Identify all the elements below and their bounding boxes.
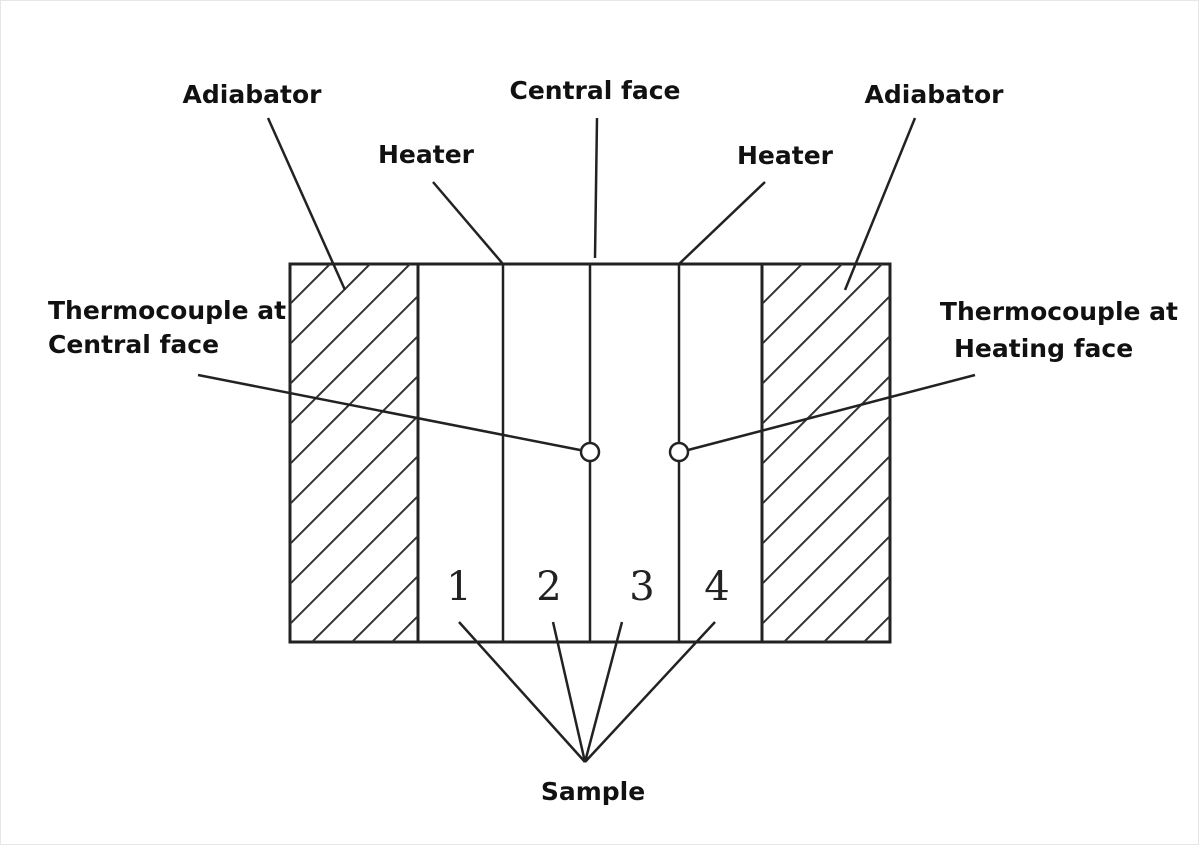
adiabator-block-right — [760, 264, 1199, 642]
hatch-line — [762, 374, 890, 506]
label-heater-left: Heater — [378, 140, 475, 169]
adiabator-left-leader — [266, 117, 347, 291]
sample-number-1: 1 — [446, 564, 471, 610]
hatch-line — [762, 494, 890, 626]
hatch-line — [290, 454, 418, 586]
thermocouple-central-marker — [579, 441, 601, 463]
sample-number-3: 3 — [629, 564, 654, 610]
label-tc-central-line1: Thermocouple at — [48, 296, 286, 325]
hatch-line — [290, 494, 418, 626]
adiabator-block-left — [290, 264, 930, 642]
hatch-line — [762, 294, 890, 426]
tc-heating-leader — [687, 373, 976, 452]
hatch-line — [823, 574, 890, 642]
hatch-line — [290, 264, 411, 386]
hatch-line — [290, 374, 418, 506]
sample-leaders — [458, 621, 716, 763]
hatch-line — [432, 264, 810, 642]
hatch-line — [552, 264, 930, 642]
sample-number-2: 2 — [536, 564, 561, 610]
hatch-line — [1184, 264, 1199, 642]
hatch-line — [290, 294, 418, 426]
heater-left-leader — [432, 181, 504, 265]
hatch-line — [512, 264, 890, 642]
hatch-line — [351, 574, 418, 642]
hatch-line — [762, 414, 890, 546]
hatch-line — [762, 264, 883, 386]
label-adiabator-right: Adiabator — [865, 80, 1005, 109]
adiabator-right-leader — [843, 117, 917, 291]
sample-number-4: 4 — [704, 564, 729, 610]
thermocouple-heating-marker — [668, 441, 690, 463]
hatch-line — [472, 264, 850, 642]
hatch-line — [290, 414, 418, 546]
label-heater-right: Heater — [737, 141, 834, 170]
hatch-line — [311, 534, 418, 642]
label-tc-heating-line1: Thermocouple at — [940, 297, 1178, 326]
hatch-line — [762, 334, 890, 466]
hatch-line — [762, 454, 890, 586]
hatch-line — [290, 264, 371, 346]
label-tc-central-line2: Central face — [48, 330, 219, 359]
tc-central-leader — [197, 373, 581, 452]
hatch-line — [762, 264, 803, 306]
hatch-line — [290, 334, 418, 466]
hatch-line — [762, 264, 843, 346]
label-sample: Sample — [541, 777, 645, 806]
central-face-leader — [593, 117, 599, 259]
label-adiabator-left: Adiabator — [183, 80, 323, 109]
label-central-face: Central face — [509, 76, 680, 105]
label-tc-heating-line2: Heating face — [954, 334, 1133, 363]
hatch-line — [783, 534, 890, 642]
heater-right-leader — [678, 181, 766, 265]
